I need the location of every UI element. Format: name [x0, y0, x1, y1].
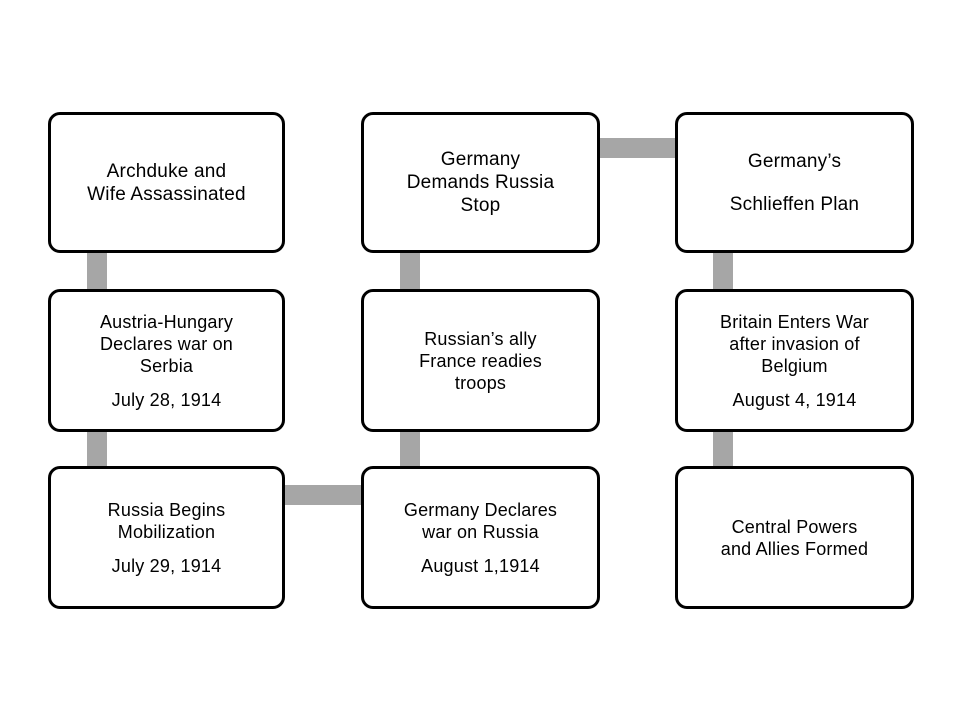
connector-germany-demands-schlieffen: [597, 138, 679, 158]
event-box-france-readies: Russian’s ally France readies troops: [361, 289, 600, 432]
event-line: Russia Begins: [107, 499, 226, 520]
connector-schlieffen-britain: [713, 250, 733, 294]
event-line: Austria-Hungary: [99, 311, 234, 332]
connector-austria-russia: [87, 428, 107, 470]
event-line: and Allies Formed: [720, 538, 869, 559]
event-box-germany-declares: Germany Declares war on Russia August 1,…: [361, 466, 600, 609]
event-line: Archduke and: [106, 160, 227, 182]
event-line: Central Powers: [731, 516, 858, 537]
event-line: Declares war on: [99, 333, 234, 354]
event-box-russia-mobilization: Russia Begins Mobilization July 29, 1914: [48, 466, 285, 609]
event-date: August 1,1914: [421, 555, 540, 576]
event-line: Mobilization: [117, 521, 216, 542]
connector-germany-declares-france: [400, 428, 420, 470]
event-line: Stop: [460, 195, 501, 216]
event-box-schlieffen: Germany’s Schlieffen Plan: [675, 112, 914, 253]
event-box-alliances: Central Powers and Allies Formed: [675, 466, 914, 609]
connector-france-germany-demands: [400, 250, 420, 294]
event-box-archduke: Archduke and Wife Assassinated: [48, 112, 285, 253]
event-box-austria-hungary: Austria-Hungary Declares war on Serbia J…: [48, 289, 285, 432]
event-line: Britain Enters War: [720, 311, 869, 332]
event-line: Serbia: [139, 355, 194, 376]
event-line: Wife Assassinated: [87, 183, 246, 205]
event-line: Belgium: [761, 355, 828, 376]
connector-britain-alliances: [713, 428, 733, 470]
event-line: war on Russia: [422, 521, 539, 542]
event-line: Germany Declares: [403, 499, 558, 520]
event-line: Germany: [440, 149, 521, 170]
event-line: Demands Russia: [406, 172, 555, 193]
event-line: Germany’s: [747, 150, 842, 172]
event-line: after invasion of: [729, 333, 860, 354]
event-date: August 4, 1914: [732, 389, 857, 410]
event-box-britain: Britain Enters War after invasion of Bel…: [675, 289, 914, 432]
event-line: Schlieffen Plan: [729, 193, 860, 215]
event-line: troops: [454, 372, 507, 393]
event-line: France readies: [419, 350, 542, 371]
event-date: July 28, 1914: [111, 389, 222, 410]
event-date: July 29, 1914: [111, 555, 222, 576]
connector-russia-germany-declares: [283, 485, 365, 505]
event-box-germany-demands: Germany Demands Russia Stop: [361, 112, 600, 253]
event-line: Russian’s ally: [424, 328, 537, 349]
connector-archduke-austria: [87, 245, 107, 295]
